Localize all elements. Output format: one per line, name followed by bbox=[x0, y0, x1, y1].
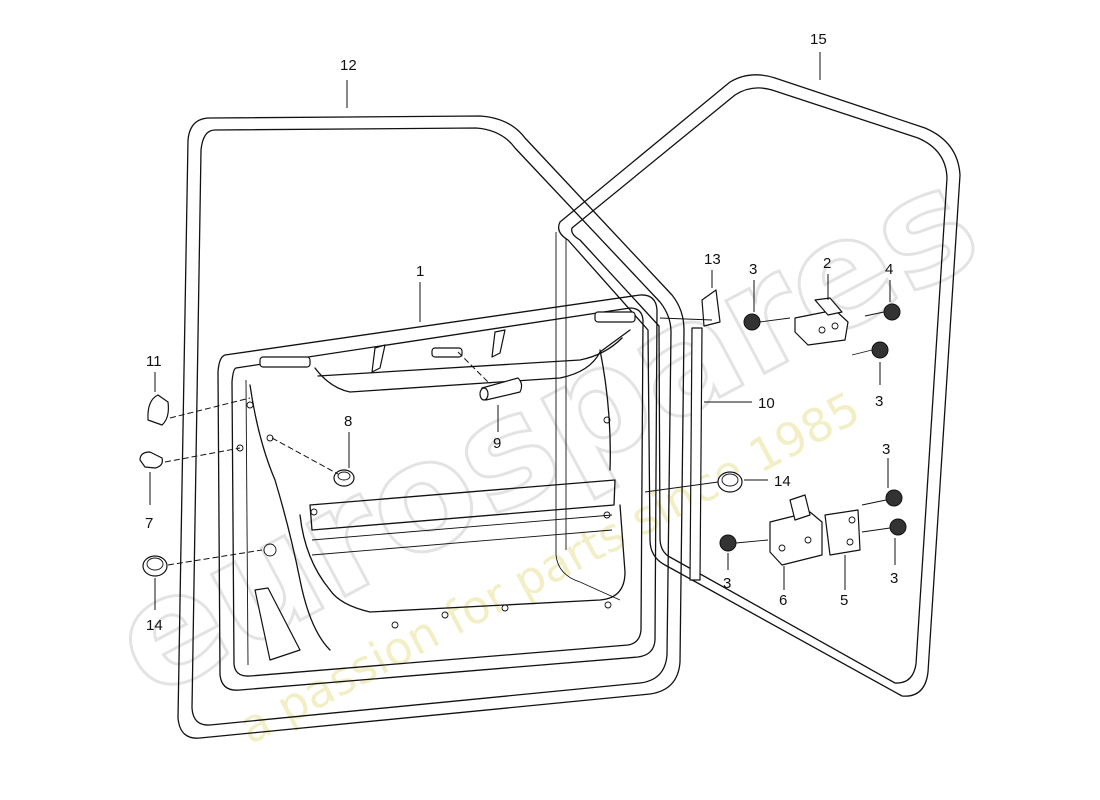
callout-3-lower-right-top: 3 bbox=[882, 441, 890, 458]
screw-3-upper-left bbox=[743, 313, 791, 331]
screws bbox=[719, 303, 907, 552]
frame-seal-15 bbox=[555, 74, 961, 697]
plug-14-right bbox=[717, 471, 743, 493]
screw-4 bbox=[864, 303, 901, 321]
callout-13: 13 bbox=[704, 251, 721, 268]
callouts: 12 15 1 2 3 4 13 11 8 9 10 3 7 3 14 14 3… bbox=[145, 31, 898, 634]
callout-15: 15 bbox=[810, 31, 827, 48]
screw-3-lower-right-b bbox=[861, 518, 907, 536]
hinge-plate-5 bbox=[824, 509, 861, 556]
callout-12: 12 bbox=[340, 57, 357, 74]
callout-8: 8 bbox=[344, 413, 352, 430]
watermark-brand: eurospares bbox=[85, 133, 1004, 732]
callout-10: 10 bbox=[758, 395, 775, 412]
screw-3-lower-left bbox=[719, 534, 769, 552]
watermark: eurospares a passion for parts since 198… bbox=[84, 131, 1006, 754]
callout-3-lower-left: 3 bbox=[723, 575, 731, 592]
buffer-9 bbox=[479, 377, 523, 401]
screw-3-upper-right bbox=[851, 341, 889, 359]
cap-11 bbox=[147, 394, 169, 426]
plug-14-left bbox=[142, 555, 168, 577]
callout-4: 4 bbox=[885, 261, 893, 278]
callout-9: 9 bbox=[493, 435, 501, 452]
callout-11: 11 bbox=[146, 353, 162, 370]
callout-3-upper-left: 3 bbox=[749, 261, 757, 278]
leader-lines bbox=[149, 52, 896, 610]
door-seal-12 bbox=[177, 115, 685, 739]
callout-3-lower-right-bottom: 3 bbox=[890, 570, 898, 587]
clip-7 bbox=[139, 451, 163, 469]
callout-3-upper-right: 3 bbox=[875, 393, 883, 410]
callout-14-right: 14 bbox=[774, 473, 791, 490]
hinge-lower-6 bbox=[769, 494, 823, 566]
screw-3-lower-right-a bbox=[861, 489, 903, 507]
spacer-13 bbox=[701, 289, 721, 327]
callout-5: 5 bbox=[840, 592, 848, 609]
plug-8 bbox=[333, 469, 355, 487]
door-shell-1 bbox=[217, 294, 658, 691]
callout-6: 6 bbox=[779, 592, 787, 609]
callout-2: 2 bbox=[823, 255, 831, 272]
strip-10 bbox=[689, 327, 703, 581]
hinge-upper-2 bbox=[794, 297, 849, 346]
callout-14-left: 14 bbox=[146, 617, 163, 634]
callout-1: 1 bbox=[416, 263, 424, 280]
callout-7: 7 bbox=[145, 515, 153, 532]
